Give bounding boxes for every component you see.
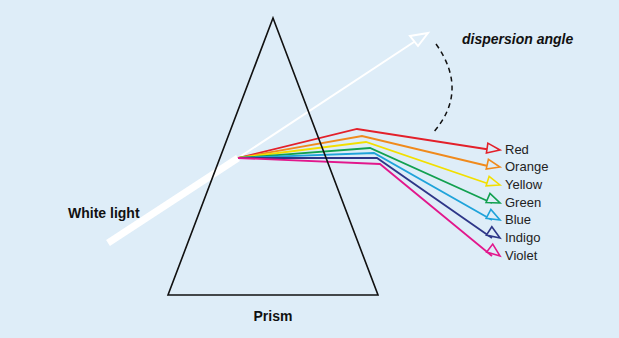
angle-label: dispersion angle [462, 31, 573, 47]
arrow-head [486, 209, 500, 220]
color-ray [238, 158, 492, 256]
color-ray [238, 158, 492, 238]
prism-label: Prism [166, 308, 380, 324]
color-name: Green [505, 195, 541, 211]
undeviated-ray [238, 38, 420, 158]
prism-outline [166, 16, 380, 328]
color-ray [238, 136, 492, 167]
input-label: White light [68, 205, 140, 221]
color-name: Yellow [505, 177, 542, 193]
color-name: Blue [505, 212, 531, 228]
angle-arc [432, 44, 452, 134]
arrow-head [486, 193, 500, 203]
color-name: Violet [505, 248, 537, 264]
arrow-head [486, 227, 500, 238]
color-name: Orange [505, 159, 548, 175]
color-name: Indigo [505, 230, 540, 246]
prism-shape: Prism [166, 16, 380, 328]
arrow-head [410, 33, 428, 46]
color-name: Red [505, 142, 529, 158]
arrow-head [486, 143, 500, 153]
white-beam [108, 158, 238, 243]
arrow-head [486, 176, 500, 186]
arrow-head [487, 244, 500, 256]
arrow-head [486, 159, 500, 169]
